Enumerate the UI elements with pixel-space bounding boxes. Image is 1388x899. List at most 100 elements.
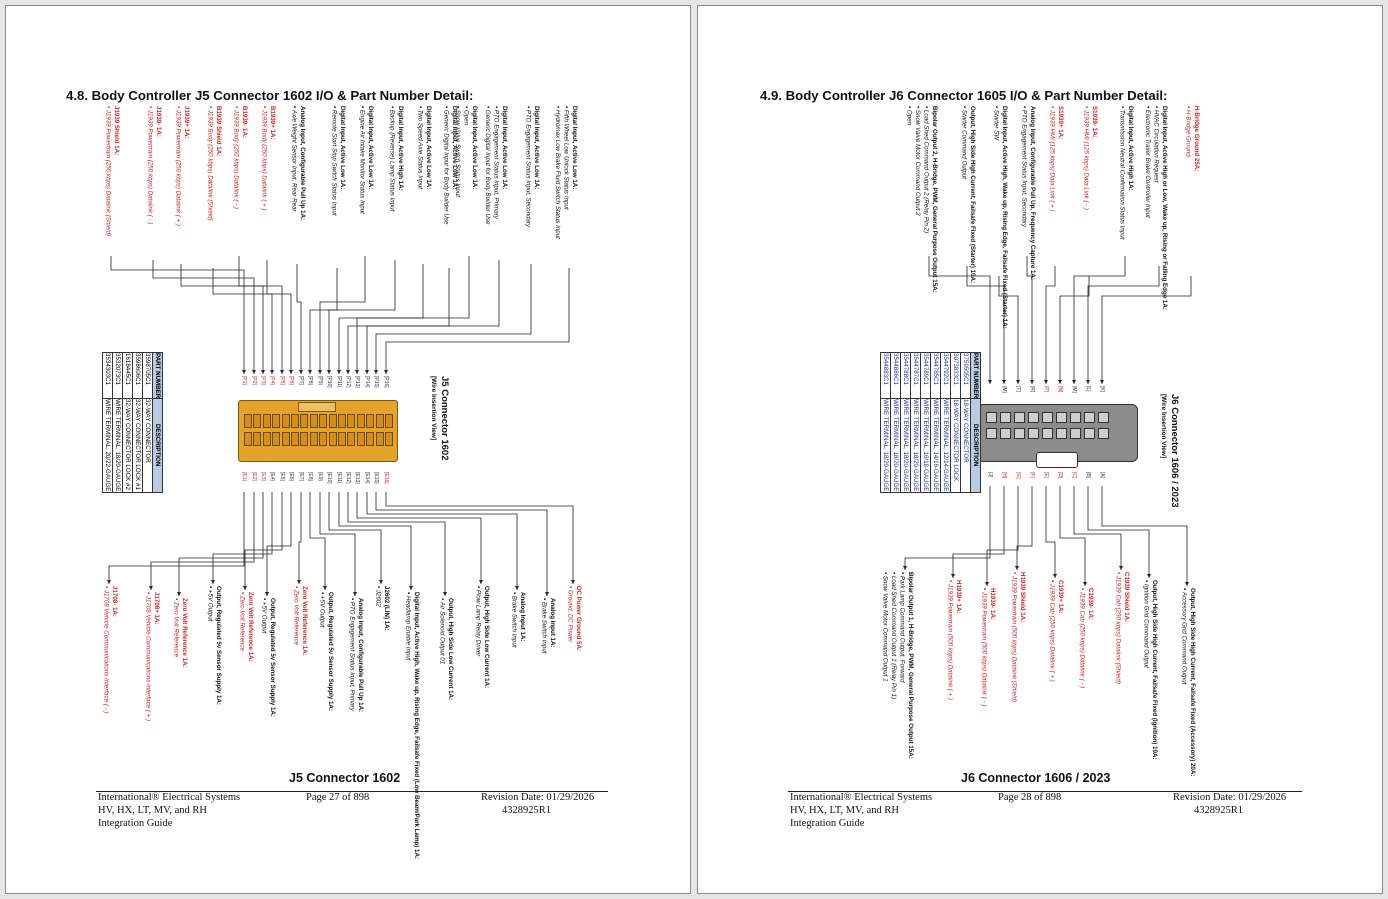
pin-function-heading: H-Bridge Ground 25A: — [1193, 106, 1200, 172]
pin-label: [P16] — [383, 376, 389, 388]
pin-function-item: J1708 Vehicle Communications Interface (… — [102, 586, 110, 714]
pin-cavity — [262, 414, 271, 428]
leader-line — [375, 264, 532, 374]
leader-arrow — [355, 370, 359, 374]
leader-line — [385, 268, 570, 374]
footer-rule — [788, 791, 1302, 792]
pin-function-item: J1939 Cab (250 kbps) Datalink ( - ) — [1078, 588, 1086, 688]
wiring-leader-lines — [903, 256, 1192, 586]
top-pin-description: Digital Input, Active High or Low, Wake … — [1144, 106, 1168, 310]
pin-function-item: Fifth Wheel Low Unlock Status Input — [562, 106, 570, 239]
pin-function-heading: C1939+ 1A: — [1057, 580, 1064, 614]
leader-line — [1059, 276, 1090, 384]
table-cell: 32-WAY CONNECTOR LOCK #1 — [132, 398, 143, 493]
pin-function-item: Zero Volt Reference — [292, 586, 300, 656]
leader-arrow — [318, 370, 322, 374]
leader-arrow — [107, 580, 111, 584]
leader-arrow — [515, 586, 519, 590]
pin-function-item: J1939 Powertrain (250 kbps) Datalink ( -… — [146, 106, 154, 225]
leader-line — [347, 268, 450, 374]
pin-label: [D] — [1057, 472, 1063, 479]
pin-cavity — [309, 432, 318, 446]
leader-arrow — [353, 592, 357, 596]
pin-label: [G] — [1015, 472, 1021, 479]
leader-arrow — [211, 580, 215, 584]
pin-cavity — [281, 414, 290, 428]
pin-function-item: Ground, DC Power — [566, 586, 574, 651]
leader-arrow — [327, 370, 331, 374]
leader-line — [150, 492, 255, 590]
pin-function-item: Zero Volt Reference — [172, 598, 180, 668]
leader-line — [338, 264, 424, 374]
leader-line — [180, 264, 264, 374]
leader-line — [152, 260, 255, 374]
table-cell: 3544886C1 — [890, 351, 901, 400]
leader-arrow — [289, 370, 293, 374]
pin-function-heading: J1939- 1A: — [155, 106, 162, 137]
footer-rule — [96, 791, 608, 792]
bottom-pin-description: Zero Volt Reference 1A:Zero Volt Referen… — [172, 598, 188, 668]
leader-line — [366, 260, 500, 374]
pin-cavity — [366, 432, 375, 446]
pin-function-heading: B1939+ 1A: — [269, 106, 276, 140]
pin-cavity — [1098, 428, 1109, 439]
pin-cavity — [244, 432, 252, 446]
pin-function-item: Park Lamp Command Output, Forward — [898, 572, 906, 759]
table-cell: 32-WAY CONNECTOR — [142, 398, 153, 493]
pin-label: [E8] — [307, 472, 313, 481]
leader-line — [1101, 486, 1188, 586]
pin-label: [P4] — [269, 376, 275, 385]
pin-cavity — [385, 414, 393, 428]
leader-line — [375, 492, 548, 596]
leader-arrow — [252, 370, 256, 374]
pin-function-item: J2602 — [374, 586, 382, 631]
pin-label: [J] — [987, 472, 993, 478]
bottom-pin-description: Digital Input, Active High, Wake up, Ris… — [404, 592, 420, 859]
pin-label: [E13] — [354, 472, 360, 484]
pin-function-item: Starter Command Output — [960, 106, 968, 283]
pin-label: [P12] — [345, 376, 351, 388]
pin-function-item: J1939 Powertrain (500 kbps) Datalink ( +… — [946, 580, 954, 700]
footer-document-number: 4328925R1 — [502, 805, 552, 816]
pin-label: [F] — [1029, 472, 1035, 478]
pin-function-heading: J1939+ 1A: — [183, 106, 190, 139]
pin-function-item: J1939 Powertrain (500 kbps) Datalink (Sh… — [1010, 572, 1018, 702]
leader-arrow — [379, 580, 383, 584]
pin-cavity — [272, 414, 281, 428]
pin-label: [P2] — [251, 376, 257, 385]
pin-cavity — [1000, 412, 1011, 423]
footer-revision-date: Revision Date: 01/29/2026 — [1173, 792, 1287, 803]
bottom-pin-description: Output, Regulated 5v Sensor Supply 1A:+5… — [318, 592, 334, 711]
top-pin-description: Digital Input, Active High 1A:Transmissi… — [1118, 106, 1134, 239]
leader-arrow — [1015, 566, 1019, 570]
pin-function-heading: S1939- 1A: — [1091, 106, 1098, 138]
pin-function-heading: Analog Input, Configurable Pull Up 1A: — [357, 598, 364, 713]
pin-cavity — [1028, 428, 1039, 439]
pin-function-item: +5V Output — [318, 592, 326, 711]
pin-function-item: J1939 Body (250 kbps) Datalink ( + ) — [260, 106, 268, 211]
bottom-pin-description: Zero Volt Reference 1A:Zero Volt Referen… — [238, 592, 254, 662]
leader-arrow — [242, 370, 246, 374]
pin-function-item: PTO Engagement Status Input, Secondary — [524, 106, 532, 227]
pin-label: [P10] — [326, 376, 332, 388]
leader-line — [366, 492, 518, 590]
leader-line — [338, 492, 412, 590]
pin-function-item: Remote Start Stop Switch Status Input — [330, 106, 338, 216]
pin-cavity — [338, 432, 346, 446]
bottom-pin-description: C1939- 1A:J1939 Cab (250 kbps) Datalink … — [1078, 588, 1094, 688]
leader-arrow — [308, 370, 312, 374]
pin-function-item: H-Bridge Ground — [1184, 106, 1192, 171]
pin-cavity — [356, 432, 365, 446]
pin-label: [E6] — [288, 472, 294, 481]
pin-label: [E7] — [298, 472, 304, 481]
bottom-pin-description: C1939 Shield 1A:J1939 Cab (250 kbps) Dat… — [1114, 572, 1130, 684]
pin-label: [P15] — [373, 376, 379, 388]
pin-label: [E2] — [251, 472, 257, 481]
pin-function-item: Starter SW — [992, 106, 1000, 329]
wiring-leader-lines — [107, 256, 575, 596]
leader-arrow — [149, 586, 153, 590]
leader-arrow — [299, 370, 303, 374]
bottom-pin-description: DC Power Ground 5A:Ground, DC Power — [566, 586, 582, 651]
pin-function-heading: C1939 Shield 1A: — [1123, 572, 1130, 623]
